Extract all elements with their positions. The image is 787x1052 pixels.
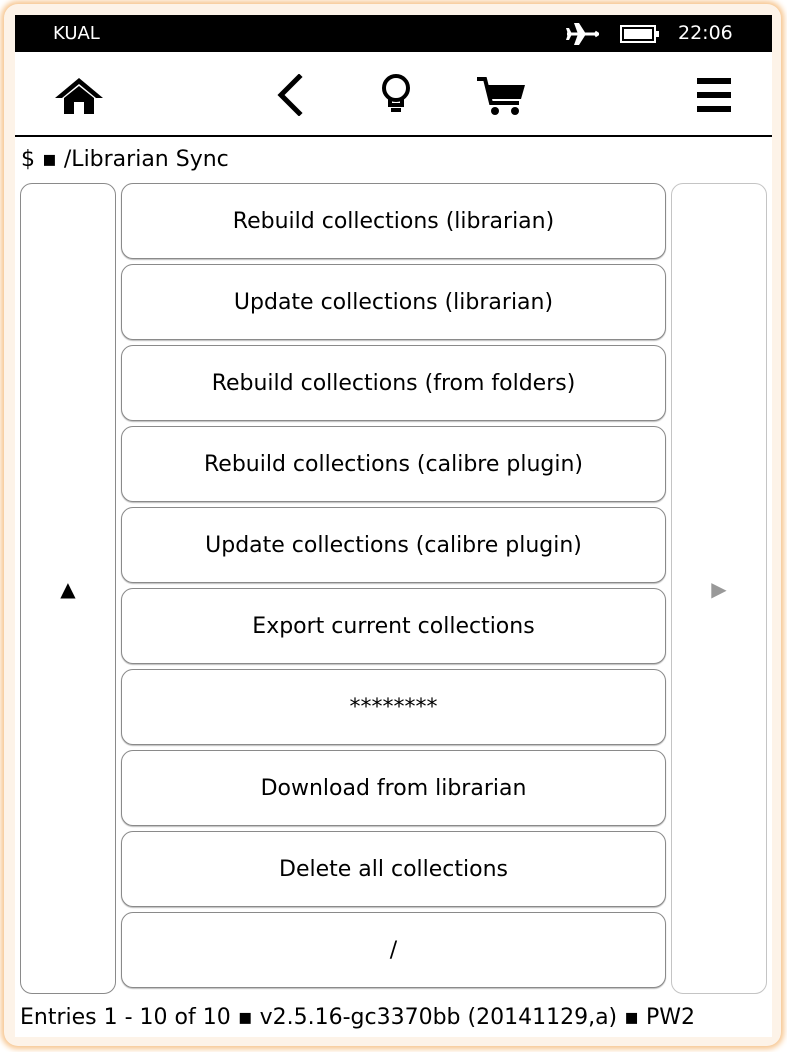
menu-item-label: Rebuild collections (librarian) bbox=[232, 208, 555, 234]
menu-item-delete-all[interactable]: Delete all collections bbox=[121, 831, 666, 907]
menu-item-root[interactable]: / bbox=[121, 912, 666, 988]
scroll-up-button[interactable]: ▲ bbox=[20, 183, 116, 994]
menu-item-update-calibre[interactable]: Update collections (calibre plugin) bbox=[121, 507, 666, 583]
menu-item-rebuild-calibre[interactable]: Rebuild collections (calibre plugin) bbox=[121, 426, 666, 502]
airplane-icon bbox=[565, 21, 601, 47]
up-arrow-icon: ▲ bbox=[60, 576, 76, 601]
menu-item-label: Download from librarian bbox=[260, 775, 527, 801]
menu-item-label: Update collections (calibre plugin) bbox=[205, 532, 582, 558]
menu-item-label: Rebuild collections (from folders) bbox=[211, 370, 576, 396]
menu-item-label: Export current collections bbox=[252, 613, 535, 639]
footer-status: Entries 1 - 10 of 10 ▪ v2.5.16-gc3370bb … bbox=[20, 1005, 696, 1030]
menu-item-rebuild-folders[interactable]: Rebuild collections (from folders) bbox=[121, 345, 666, 421]
menu-item-label: Update collections (librarian) bbox=[233, 289, 554, 315]
status-bar: KUAL 22:06 bbox=[15, 15, 772, 52]
toolbar bbox=[15, 52, 772, 137]
back-icon[interactable] bbox=[264, 72, 316, 118]
menu-item-label: / bbox=[389, 937, 398, 963]
menu-item-separator[interactable]: ******** bbox=[121, 669, 666, 745]
menu-item-label: Rebuild collections (calibre plugin) bbox=[204, 451, 583, 477]
menu-item-label: ******** bbox=[349, 694, 438, 720]
next-page-button[interactable]: ▶ bbox=[671, 183, 767, 994]
menu-item-rebuild-librarian[interactable]: Rebuild collections (librarian) bbox=[121, 183, 666, 259]
menu-icon[interactable] bbox=[688, 72, 740, 118]
status-time: 22:06 bbox=[678, 22, 733, 44]
battery-icon bbox=[620, 25, 660, 43]
menu-item-update-librarian[interactable]: Update collections (librarian) bbox=[121, 264, 666, 340]
screen: KUAL 22:06 bbox=[15, 15, 772, 1037]
home-icon[interactable] bbox=[53, 72, 105, 118]
cart-icon[interactable] bbox=[475, 72, 527, 118]
menu-item-download[interactable]: Download from librarian bbox=[121, 750, 666, 826]
menu-item-label: Delete all collections bbox=[279, 856, 508, 882]
breadcrumb: $ ▪ /Librarian Sync bbox=[21, 147, 229, 172]
right-arrow-icon: ▶ bbox=[711, 576, 727, 601]
light-bulb-icon[interactable] bbox=[370, 72, 422, 118]
menu-item-export[interactable]: Export current collections bbox=[121, 588, 666, 664]
status-carrier: KUAL bbox=[53, 23, 100, 44]
